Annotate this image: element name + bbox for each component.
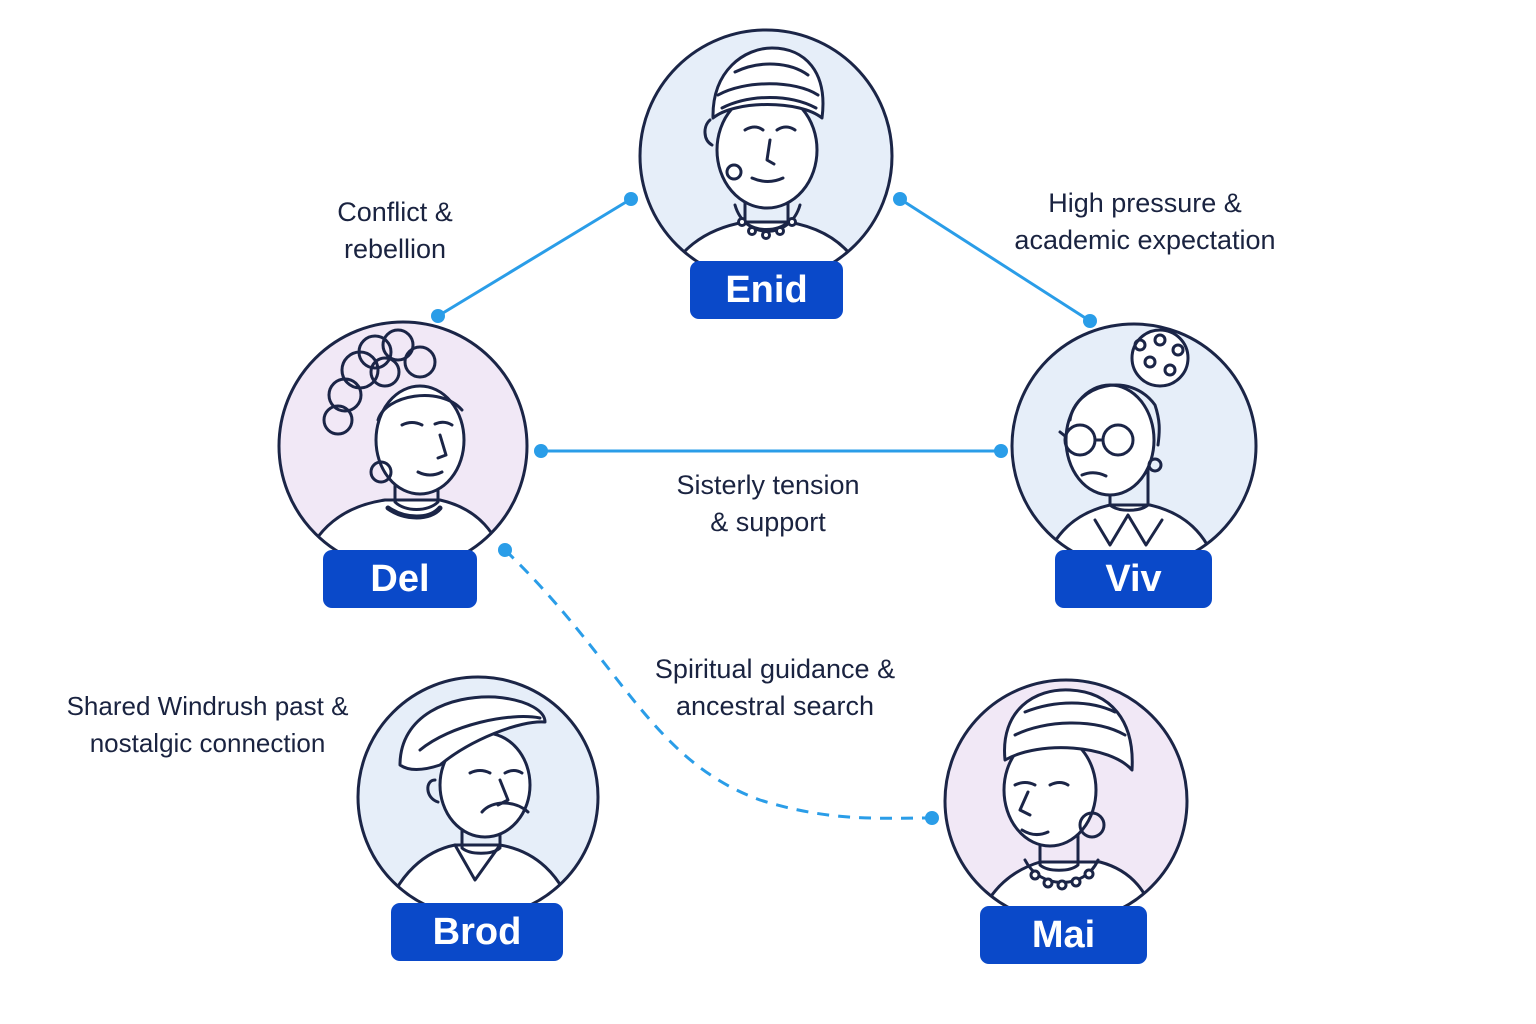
connector-enid-del (431, 192, 638, 323)
relationship-text-line: Spiritual guidance & (654, 654, 896, 684)
name-badge-del: Del (323, 550, 477, 608)
relationship-label-brod: Shared Windrush past & nostalgic connect… (60, 688, 355, 762)
del-portrait (277, 320, 529, 572)
relationship-text-line: Conflict & (337, 197, 453, 227)
connector-del-viv (534, 444, 1008, 458)
mai-portrait (943, 678, 1189, 924)
relationship-text-line: & support (710, 507, 826, 537)
relationship-text-line: Sisterly tension (676, 470, 860, 500)
relationship-text-line: Shared Windrush past & (66, 691, 349, 721)
name-badge-enid: Enid (690, 261, 843, 319)
viv-portrait (1010, 322, 1258, 570)
name-badge-viv: Viv (1055, 550, 1212, 608)
connector-enid-viv (893, 192, 1097, 328)
relationship-text-line: rebellion (343, 234, 447, 264)
relationship-label-enid-viv: High pressure & academic expectation (995, 185, 1295, 259)
name-badge-mai: Mai (980, 906, 1147, 964)
relationship-label-del-viv: Sisterly tension & support (648, 467, 888, 541)
relationship-label-del-mai: Spiritual guidance & ancestral search (640, 651, 910, 725)
name-badge-brod: Brod (391, 903, 563, 961)
relationship-text-line: academic expectation (1014, 225, 1276, 255)
relationship-text-line: ancestral search (675, 691, 875, 721)
brod-portrait (356, 675, 600, 919)
enid-portrait (638, 28, 894, 284)
connector-del-mai (498, 543, 939, 825)
relationship-label-enid-del: Conflict & rebellion (295, 194, 495, 268)
relationship-text-line: nostalgic connection (89, 728, 326, 758)
relationship-text-line: High pressure & (1048, 188, 1242, 218)
